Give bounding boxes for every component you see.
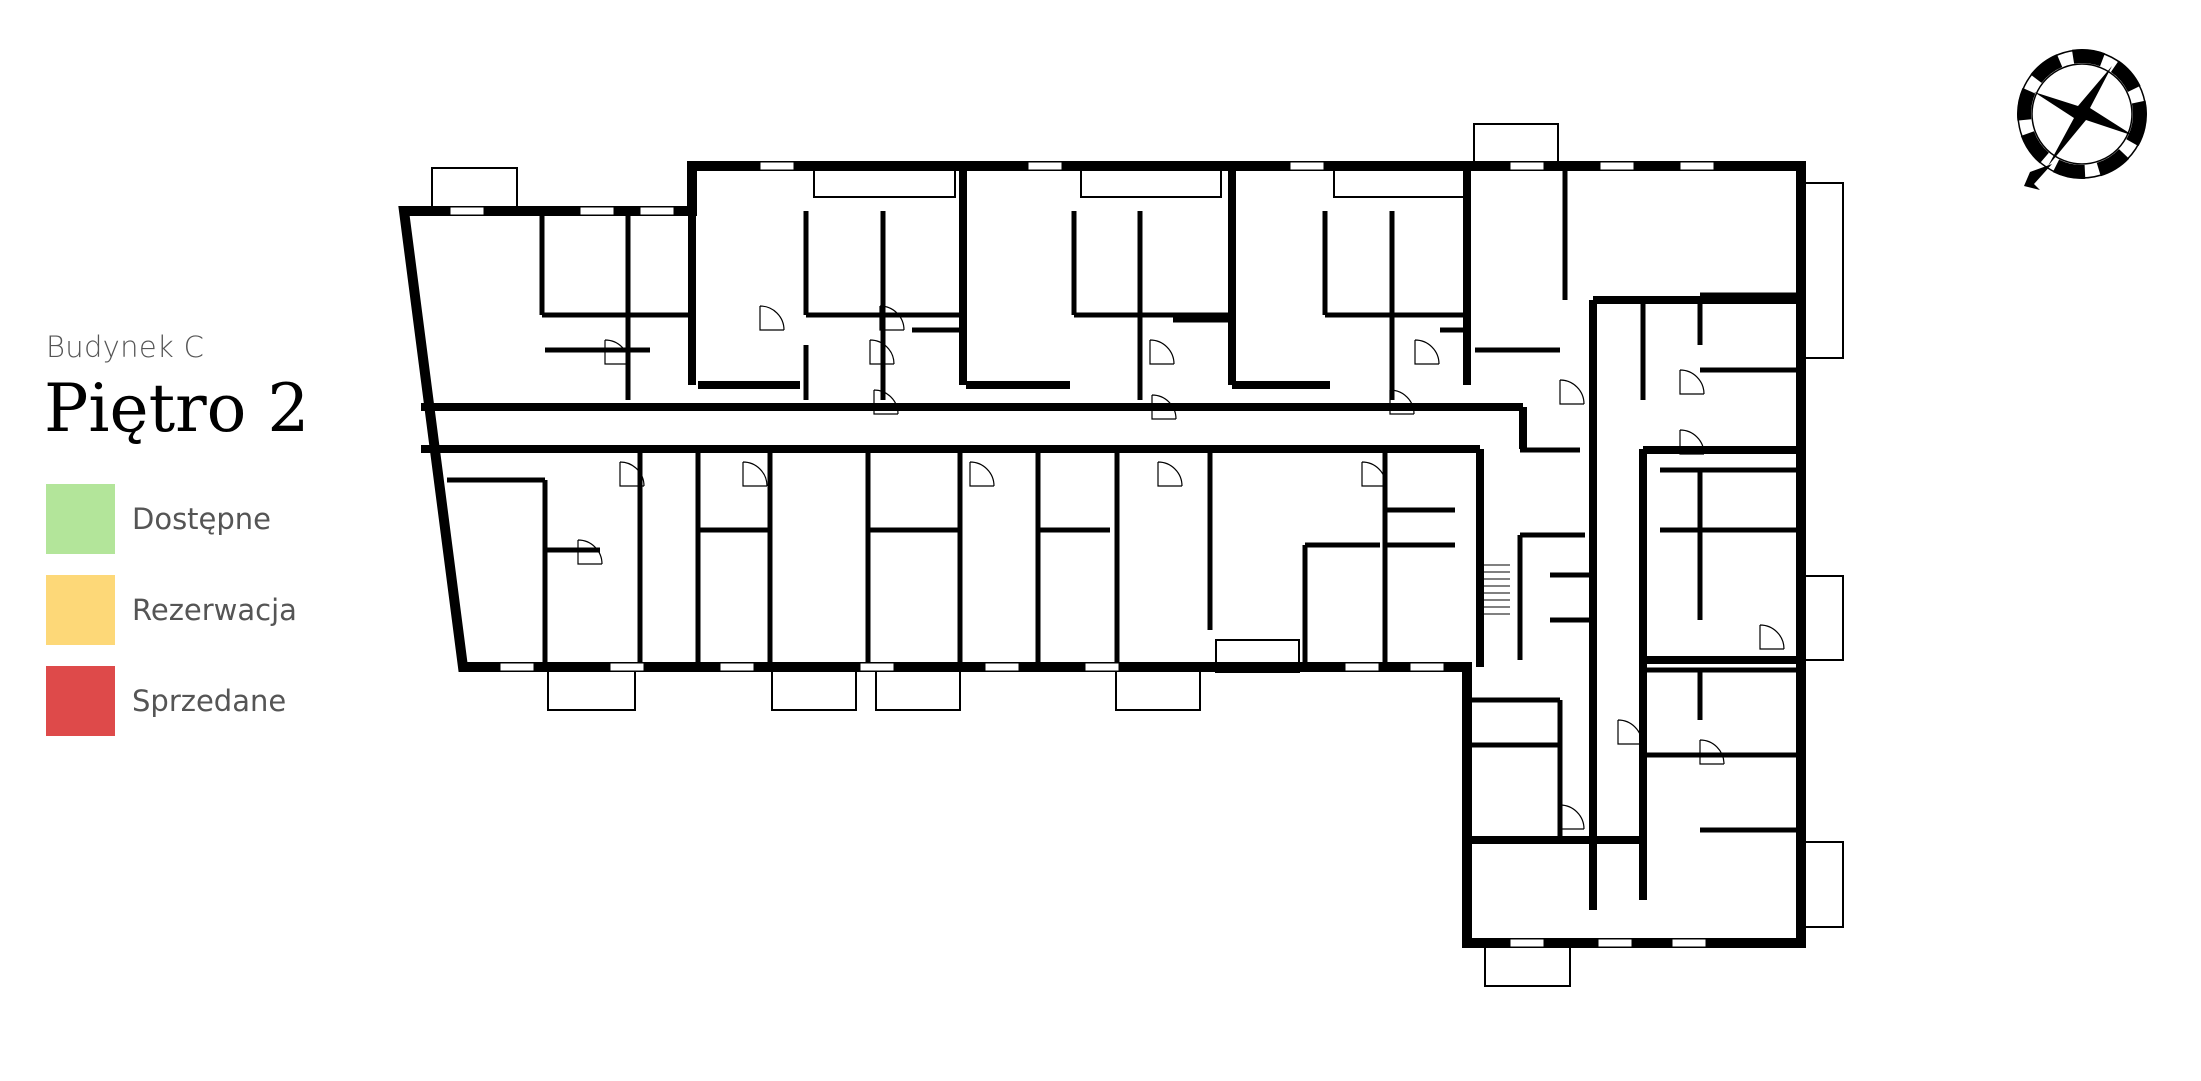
door (1361, 461, 1387, 487)
window (1344, 662, 1380, 672)
door (869, 339, 895, 365)
window (1509, 161, 1545, 171)
window (1409, 662, 1445, 672)
apartment-unit[interactable] (545, 216, 693, 406)
door (1759, 624, 1785, 650)
legend-label: Dostępne (132, 502, 272, 536)
window (1599, 161, 1635, 171)
apartment-unit[interactable] (1472, 170, 1592, 405)
door (1679, 429, 1705, 455)
apartment-unit[interactable] (1232, 170, 1464, 400)
balcony (1473, 123, 1559, 167)
window (859, 662, 895, 672)
compass-icon (2017, 49, 2147, 190)
door (1679, 369, 1705, 395)
apartment-unit[interactable] (966, 170, 1231, 400)
outer-wall (398, 161, 1806, 948)
balconies (431, 123, 1844, 987)
apartment-unit[interactable] (698, 452, 868, 664)
window (609, 662, 645, 672)
door (1389, 389, 1415, 415)
balcony (1803, 182, 1844, 359)
balcony (547, 670, 636, 711)
door (1151, 394, 1177, 420)
window (1679, 161, 1715, 171)
window (1027, 161, 1063, 171)
window (759, 161, 795, 171)
walls (398, 161, 1806, 948)
window (1671, 938, 1707, 948)
apartment-unit[interactable] (1645, 170, 1797, 450)
legend-label: Sprzedane (132, 684, 287, 718)
door (619, 461, 645, 487)
swatch-sold (46, 666, 115, 736)
door (1149, 339, 1175, 365)
window (1289, 161, 1325, 171)
legend-sold: Sprzedane (46, 666, 297, 736)
apartment-unit[interactable] (1645, 670, 1797, 940)
balcony (1115, 670, 1201, 711)
apartment-unit[interactable] (698, 170, 963, 400)
window (579, 206, 615, 216)
legend-label: Rezerwacja (132, 593, 297, 627)
window (499, 662, 535, 672)
door (1414, 339, 1440, 365)
apartment-units (410, 170, 1797, 940)
window (1084, 662, 1120, 672)
swatch-available (46, 484, 115, 554)
apartment-unit[interactable] (412, 452, 542, 664)
door (742, 461, 768, 487)
status-legend: Dostępne Rezerwacja Sprzedane (46, 484, 297, 757)
apartment-unit[interactable] (870, 452, 1035, 664)
balcony (1803, 575, 1844, 661)
window (984, 662, 1020, 672)
apartment-unit[interactable] (1210, 452, 1465, 664)
door (1157, 461, 1183, 487)
doors (449, 161, 1785, 948)
door (577, 539, 603, 565)
apartment-unit[interactable] (545, 452, 693, 664)
door (1559, 804, 1585, 830)
door (1699, 739, 1725, 765)
floor-title: Piętro 2 (44, 370, 310, 447)
apartment-unit[interactable] (1645, 452, 1797, 664)
apartment-unit[interactable] (1472, 670, 1592, 940)
legend-available: Dostępne (46, 484, 297, 554)
door (873, 389, 899, 415)
balcony (431, 167, 518, 209)
legend-reserved: Rezerwacja (46, 575, 297, 645)
balcony (1484, 942, 1571, 987)
window (449, 206, 485, 216)
building-name: Budynek C (46, 330, 205, 364)
door (969, 461, 995, 487)
window (1597, 938, 1633, 948)
balcony (771, 670, 857, 711)
swatch-reserved (46, 575, 115, 645)
balcony (875, 670, 961, 711)
window (639, 206, 675, 216)
door (1559, 379, 1585, 405)
door (604, 339, 630, 365)
door (1617, 719, 1643, 745)
door (879, 305, 905, 331)
balcony (1803, 841, 1844, 928)
window (1509, 938, 1545, 948)
window (719, 662, 755, 672)
door (759, 305, 785, 331)
